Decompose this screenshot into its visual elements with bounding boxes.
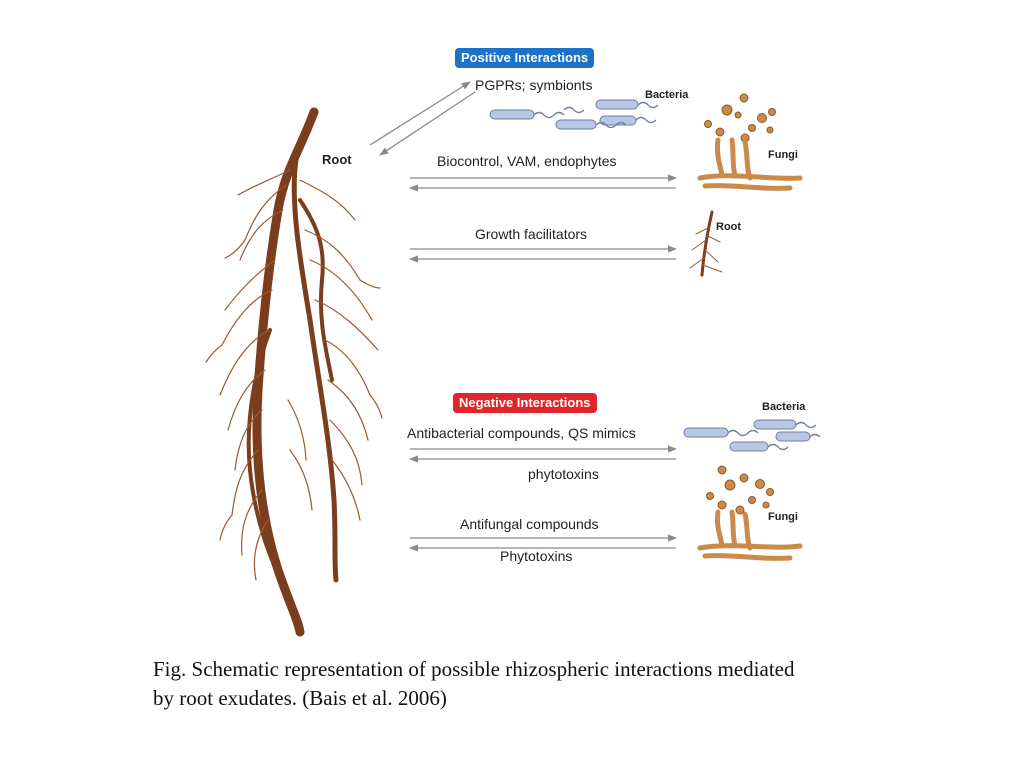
pgpr-arrows <box>369 81 476 156</box>
fungi-label-negative: Fungi <box>768 511 798 523</box>
main-root-illustration <box>246 107 339 637</box>
bacteria-label-positive: Bacteria <box>645 89 689 101</box>
small-root-illustration <box>689 210 723 277</box>
growth-arrows <box>409 245 677 263</box>
pgpr-symbionts-label: PGPRs; symbionts <box>475 77 593 93</box>
biocontrol-label: Biocontrol, VAM, endophytes <box>437 153 617 169</box>
antifungal-arrows <box>409 534 677 552</box>
fungi-illustration-negative <box>697 465 803 561</box>
antibacterial-arrows <box>409 445 677 463</box>
phytotoxins-label-lower: phytotoxins <box>528 466 599 482</box>
root-label-small: Root <box>716 221 742 233</box>
growth-facilitators-label: Growth facilitators <box>475 226 588 242</box>
figure-caption: Fig. Schematic representation of possibl… <box>153 655 973 713</box>
bacteria-label-negative: Bacteria <box>762 401 806 413</box>
positive-interactions-badge: Positive Interactions <box>455 48 595 68</box>
negative-interactions-badge: Negative Interactions <box>453 393 597 413</box>
caption-line-1: Fig. Schematic representation of possibl… <box>153 657 795 681</box>
fungi-illustration-positive <box>697 93 803 191</box>
caption-line-2: by root exudates. (Bais et al. 2006) <box>153 686 447 710</box>
antifungal-label: Antifungal compounds <box>460 516 599 532</box>
antibacterial-label: Antibacterial compounds, QS mimics <box>407 425 636 441</box>
fungi-label-positive: Fungi <box>768 149 798 161</box>
fine-root-hairs <box>205 169 383 581</box>
phytotoxins-label-upper: Phytotoxins <box>500 548 573 564</box>
bacteria-illustration-negative <box>683 419 821 452</box>
root-label-main: Root <box>322 152 352 167</box>
biocontrol-arrows <box>409 174 677 192</box>
bacteria-illustration-positive <box>489 99 659 130</box>
